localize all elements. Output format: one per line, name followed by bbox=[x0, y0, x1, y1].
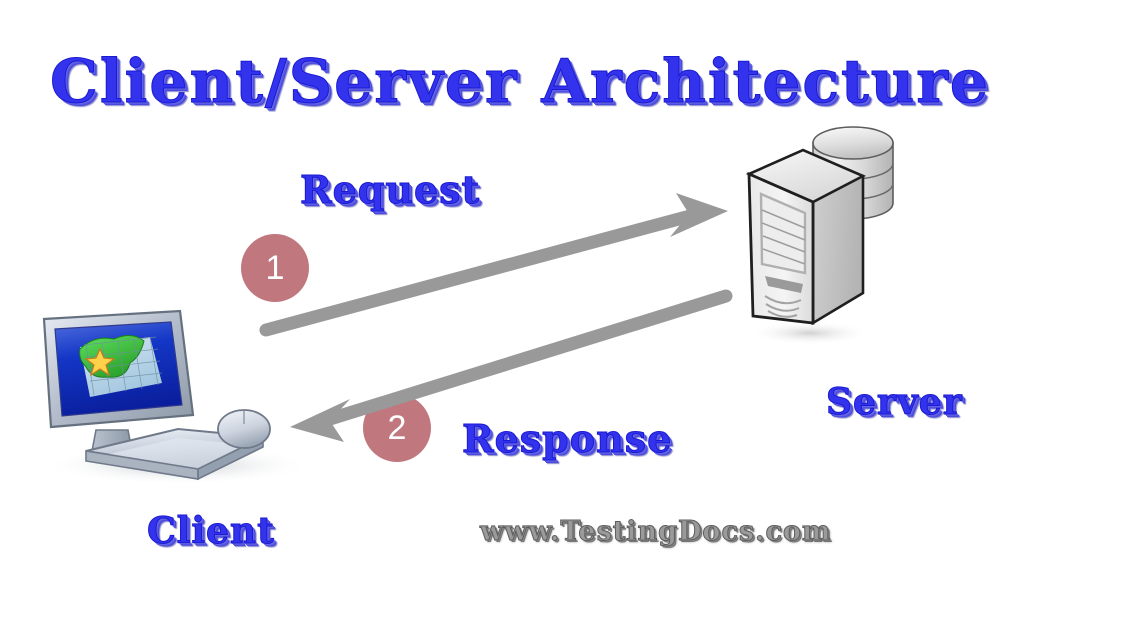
request-label: Request bbox=[299, 167, 481, 212]
server-tower-database-icon bbox=[745, 126, 894, 345]
step-badge-1: 1 bbox=[241, 234, 309, 302]
watermark-text: www.TestingDocs.com bbox=[480, 516, 832, 548]
desktop-computer-icon bbox=[42, 309, 313, 485]
server-label: Server bbox=[826, 381, 963, 424]
client-label: Client bbox=[147, 510, 275, 553]
request-arrow bbox=[259, 193, 728, 337]
page-title: Client/Server Architecture bbox=[49, 47, 991, 117]
step-badge-2: 2 bbox=[363, 394, 431, 462]
